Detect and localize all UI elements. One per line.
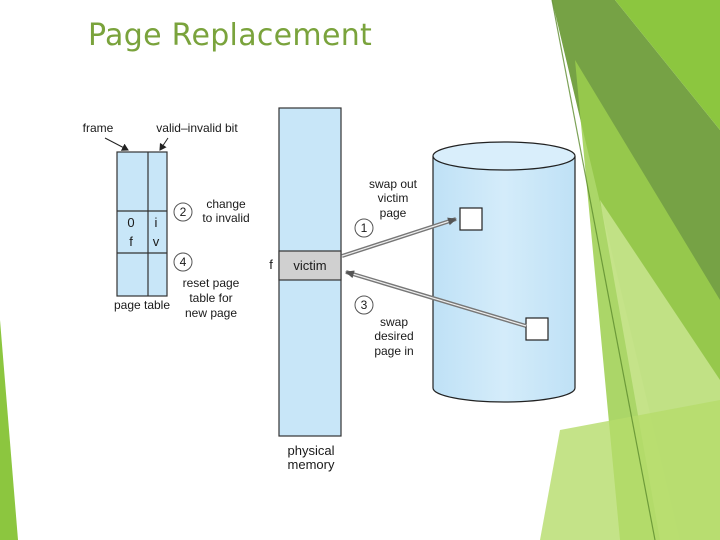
valid-invalid-bit-label: valid–invalid bit — [156, 121, 238, 135]
page-table-body — [116, 151, 168, 297]
step-1-circle — [354, 218, 374, 238]
step-4-line-1: reset page — [183, 276, 240, 290]
frame-pointer-arrow — [104, 137, 129, 151]
physical-memory-label-line-1: physical — [288, 443, 335, 458]
step-1-line-1: swap out — [369, 177, 418, 191]
step-3-number: 3 — [361, 298, 368, 312]
green-shape-top — [615, 0, 720, 130]
physical-memory-label-line-2: memory — [288, 457, 335, 472]
step-3-line-2: desired — [374, 329, 413, 343]
victim-frame — [278, 250, 342, 281]
entry-bit-0: i — [155, 215, 158, 230]
slide-title: Page Replacement — [88, 18, 373, 53]
step-2-number: 2 — [180, 205, 187, 219]
step-1-number: 1 — [361, 221, 368, 235]
step-1-line-2: victim — [378, 191, 409, 205]
step-4-line-2: table for — [189, 291, 232, 305]
page-table: 0 i f v page table — [114, 151, 170, 312]
step-2-line-2: to invalid — [202, 211, 249, 225]
frame-label: frame — [83, 121, 114, 135]
entry-bit-1: v — [153, 234, 160, 249]
step-2-circle — [173, 202, 193, 222]
entry-frame-0: 0 — [127, 215, 134, 230]
step-3-line-1: swap — [380, 315, 408, 329]
victim-label: victim — [293, 258, 326, 273]
victim-page-on-disk — [459, 207, 483, 231]
step-3-circle — [354, 295, 374, 315]
entry-frame-1: f — [129, 234, 133, 249]
green-shape-left — [0, 320, 18, 540]
step-4: 4 reset page table for new page — [173, 252, 240, 320]
desired-page-on-disk — [525, 317, 549, 341]
step-3: 3 swap desired page in — [345, 270, 527, 358]
step-4-line-3: new page — [185, 306, 237, 320]
step-1: swap out victim page 1 — [341, 177, 457, 258]
green-edge-line — [551, 0, 656, 540]
step-4-number: 4 — [180, 255, 187, 269]
step-3-line-3: page in — [374, 344, 413, 358]
green-shape-bottom — [540, 400, 720, 540]
physical-memory: victim f physical memory — [269, 107, 342, 472]
backing-store-disk — [432, 141, 576, 403]
memory-frame-label: f — [269, 257, 273, 272]
swap-out-arrow — [341, 217, 457, 257]
valid-bit-pointer-arrow — [159, 137, 169, 151]
step-1-line-3: page — [380, 206, 407, 220]
step-2-line-1: change — [206, 197, 246, 211]
step-2: 2 change to invalid — [173, 197, 250, 225]
page-table-label: page table — [114, 298, 170, 312]
swap-in-arrow — [345, 270, 527, 327]
step-4-circle — [173, 252, 193, 272]
